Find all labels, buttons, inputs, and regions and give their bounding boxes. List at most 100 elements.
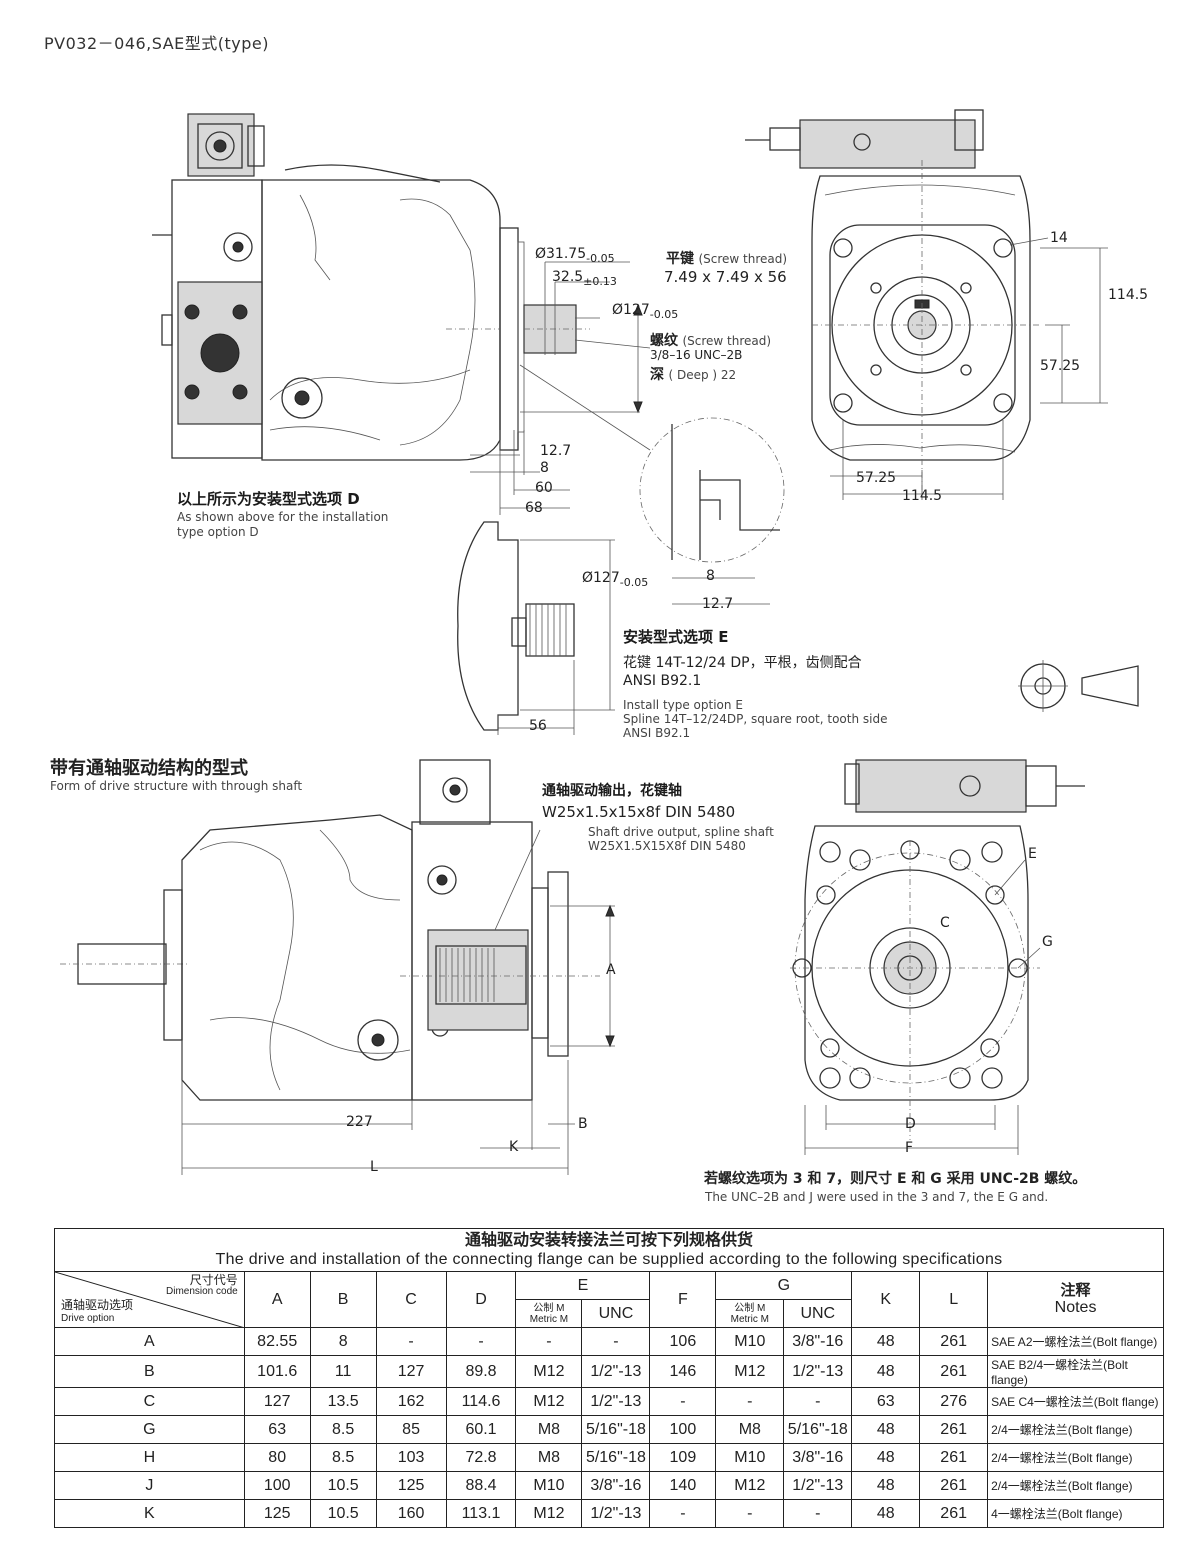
label-C: C bbox=[940, 915, 950, 931]
value-cell: 261 bbox=[919, 1327, 989, 1356]
option-d-caption-cn: 以上所示为安装型式选项 D bbox=[177, 490, 360, 508]
value-cell: 10.5 bbox=[309, 1471, 377, 1500]
value-cell: 109 bbox=[649, 1443, 717, 1472]
value-cell: 101.6 bbox=[243, 1355, 311, 1388]
dim-h-57: 57.25 bbox=[856, 470, 897, 486]
key-size: 7.49 x 7.49 x 56 bbox=[664, 268, 787, 286]
value-cell: - bbox=[715, 1387, 785, 1416]
label-G: G bbox=[1042, 934, 1053, 950]
col-D: D bbox=[445, 1271, 517, 1328]
value-cell: 160 bbox=[375, 1499, 447, 1528]
value-cell: 140 bbox=[649, 1471, 717, 1500]
value-cell: 146 bbox=[649, 1355, 717, 1388]
dim-pilot-diameter: Ø127-0.05 bbox=[612, 302, 679, 321]
label-E: E bbox=[1028, 846, 1037, 862]
note-cell: SAE C4一螺栓法兰(Bolt flange) bbox=[987, 1387, 1164, 1416]
value-cell: 261 bbox=[919, 1355, 989, 1388]
value-cell: 100 bbox=[243, 1471, 311, 1500]
through-shaft-side-view bbox=[60, 759, 615, 1175]
value-cell: 261 bbox=[919, 1499, 989, 1528]
drive-option-cn: 通轴驱动选项 bbox=[61, 1298, 134, 1312]
dim-hole-14: 14 bbox=[1050, 230, 1068, 246]
note-cell: 2/4一螺栓法兰(Bolt flange) bbox=[987, 1443, 1164, 1472]
dim-code-en: Dimension code bbox=[166, 1286, 238, 1297]
option-e-en1: Install type option E bbox=[623, 698, 743, 712]
through-title-cn: 带有通轴驱动结构的型式 bbox=[50, 758, 248, 779]
option-e-title: 安装型式选项 E bbox=[623, 628, 729, 646]
value-cell: 125 bbox=[375, 1471, 447, 1500]
value-cell: - bbox=[581, 1327, 651, 1356]
thread-size: 3/8–16 UNC–2B bbox=[650, 348, 743, 362]
value-cell: 103 bbox=[375, 1443, 447, 1472]
value-cell: M12 bbox=[715, 1355, 785, 1388]
value-cell: - bbox=[375, 1327, 447, 1356]
value-cell: 125 bbox=[243, 1499, 311, 1528]
value-cell: 261 bbox=[919, 1443, 989, 1472]
dim-e-pilot: Ø127-0.05 bbox=[582, 570, 649, 589]
drive-option-cell: A bbox=[54, 1327, 245, 1356]
value-cell: 261 bbox=[919, 1415, 989, 1444]
drive-option-cell: H bbox=[54, 1443, 245, 1472]
note-cell: 2/4一螺栓法兰(Bolt flange) bbox=[987, 1471, 1164, 1500]
value-cell: 1/2"-13 bbox=[783, 1471, 853, 1500]
drive-option-cell: C bbox=[54, 1387, 245, 1416]
value-cell: M12 bbox=[515, 1355, 583, 1388]
value-cell: 114.6 bbox=[445, 1387, 517, 1416]
value-cell: 48 bbox=[851, 1443, 921, 1472]
technical-drawings bbox=[60, 109, 1139, 1175]
option-e-spline-view bbox=[457, 521, 1139, 735]
drive-option-cell: J bbox=[54, 1471, 245, 1500]
col-E: E bbox=[515, 1271, 651, 1300]
dim-B: B bbox=[578, 1116, 588, 1132]
through-output-spec: W25x1.5x15x8f DIN 5480 bbox=[542, 803, 736, 821]
value-cell: 5/16"-18 bbox=[581, 1415, 651, 1444]
dim-e-8: 8 bbox=[706, 568, 715, 584]
option-d-caption-en1: As shown above for the installation bbox=[177, 510, 389, 524]
value-cell: - bbox=[649, 1387, 717, 1416]
value-cell: 5/16"-18 bbox=[783, 1415, 853, 1444]
value-cell: - bbox=[783, 1499, 853, 1528]
notes-en: Notes bbox=[1054, 1299, 1097, 1316]
value-cell: M10 bbox=[715, 1443, 785, 1472]
value-cell: M8 bbox=[715, 1415, 785, 1444]
col-L: L bbox=[919, 1271, 989, 1328]
diagonal-header: 尺寸代号 Dimension code 通轴驱动选项 Drive option bbox=[54, 1271, 245, 1328]
value-cell: 89.8 bbox=[445, 1355, 517, 1388]
value-cell: - bbox=[649, 1499, 717, 1528]
value-cell: - bbox=[445, 1327, 517, 1356]
dim-227: 227 bbox=[346, 1114, 373, 1130]
note-cell: 4一螺栓法兰(Bolt flange) bbox=[987, 1499, 1164, 1528]
value-cell: M10 bbox=[715, 1327, 785, 1356]
value-cell: 162 bbox=[375, 1387, 447, 1416]
value-cell: 82.55 bbox=[243, 1327, 311, 1356]
col-A: A bbox=[243, 1271, 311, 1328]
dim-h-114: 114.5 bbox=[902, 488, 943, 504]
value-cell: 13.5 bbox=[309, 1387, 377, 1416]
option-e-en3: ANSI B92.1 bbox=[623, 726, 691, 740]
value-cell: 276 bbox=[919, 1387, 989, 1416]
thread-depth: 深 ( Deep ) 22 bbox=[650, 367, 737, 383]
value-cell: 85 bbox=[375, 1415, 447, 1444]
value-cell: 60.1 bbox=[445, 1415, 517, 1444]
option-e-spline-cn: 花键 14T-12/24 DP，平根，齿侧配合 bbox=[623, 655, 862, 671]
value-cell: 48 bbox=[851, 1471, 921, 1500]
drive-option-cell: G bbox=[54, 1415, 245, 1444]
label-D: D bbox=[905, 1116, 916, 1132]
dim-code-cn: 尺寸代号 bbox=[189, 1273, 238, 1287]
notes-cn: 注释 bbox=[1060, 1282, 1091, 1299]
value-cell: 48 bbox=[851, 1355, 921, 1388]
dim-v-114: 114.5 bbox=[1108, 287, 1149, 303]
col-G: G bbox=[715, 1271, 853, 1300]
through-shaft-rear-view bbox=[790, 759, 1085, 1155]
col-B: B bbox=[309, 1271, 377, 1328]
dim-key-height: 32.5±0.13 bbox=[552, 269, 617, 288]
thread-label: 螺纹 (Screw thread) bbox=[650, 333, 772, 349]
value-cell: 3/8"-16 bbox=[581, 1471, 651, 1500]
table-caption-cn: 通轴驱动安装转接法兰可按下列规格供货 bbox=[464, 1232, 753, 1249]
value-cell: 48 bbox=[851, 1499, 921, 1528]
